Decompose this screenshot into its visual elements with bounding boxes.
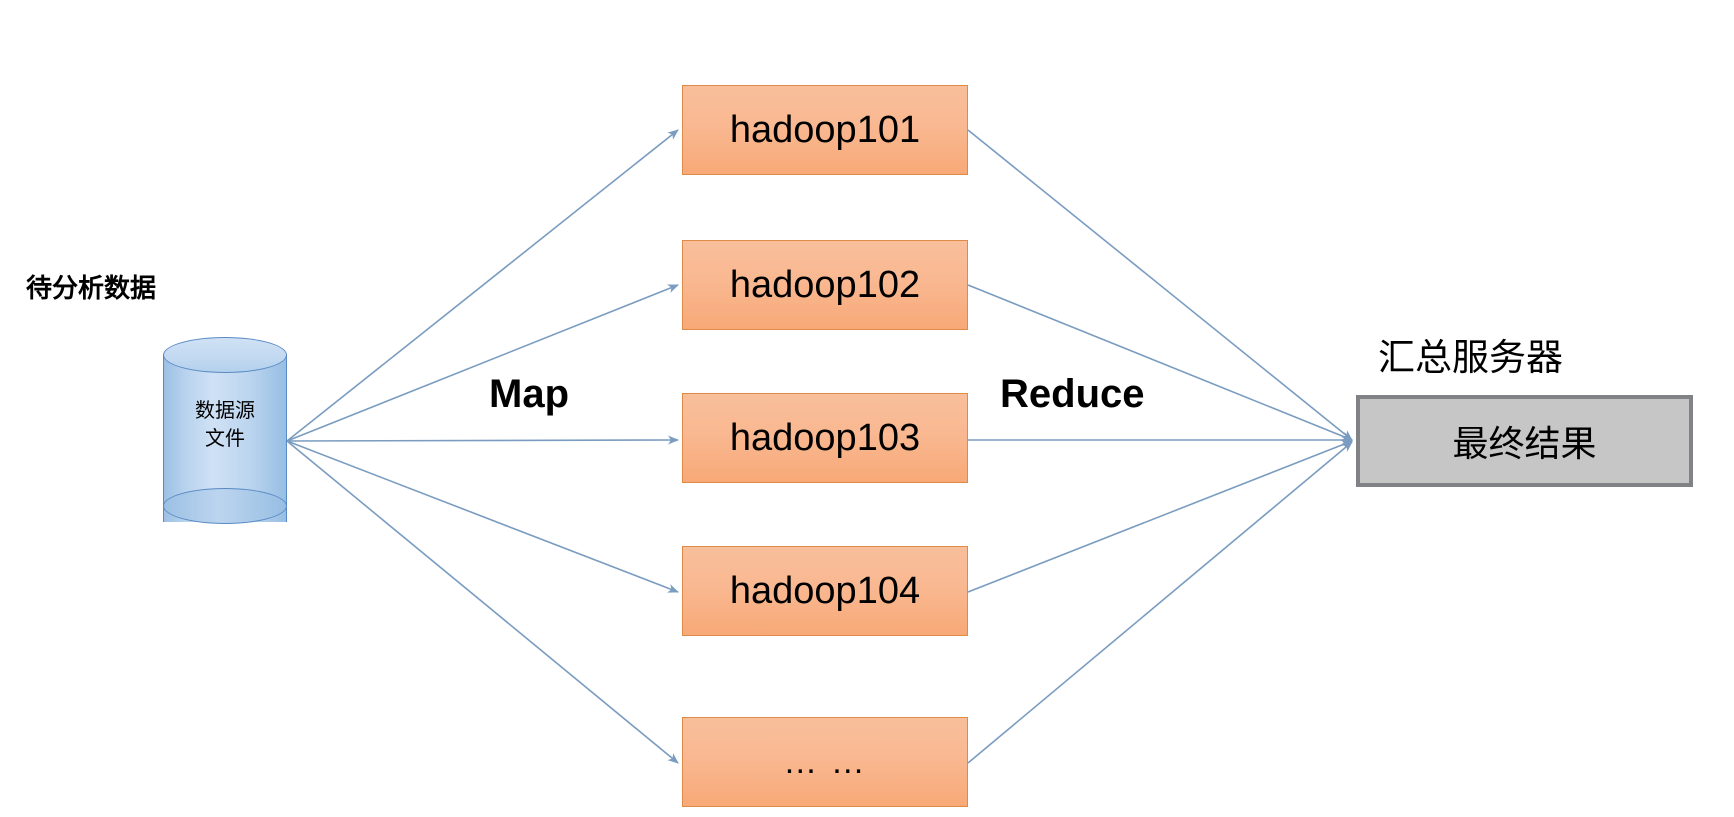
result-server-title: 汇总服务器 — [1378, 337, 1563, 378]
worker-node-hadoop102[interactable]: hadoop102 — [682, 240, 968, 330]
worker-node-hadoop101[interactable]: hadoop101 — [682, 85, 968, 175]
edge-source-to-node-5 — [286, 440, 679, 764]
source-data-label: 待分析数据 — [26, 273, 157, 303]
final-result-label: 最终结果 — [1452, 423, 1597, 464]
cylinder-top-ellipse — [163, 337, 287, 373]
worker-node-more[interactable]: … … — [682, 717, 968, 807]
worker-node-label: hadoop103 — [729, 417, 921, 459]
worker-node-hadoop104[interactable]: hadoop104 — [682, 546, 968, 636]
edge-source-to-node-4 — [286, 440, 679, 593]
edge-node-5-to-result — [967, 441, 1353, 764]
worker-node-label: … … — [783, 743, 867, 781]
worker-node-label: hadoop102 — [729, 264, 921, 306]
worker-node-label: hadoop104 — [729, 570, 921, 612]
cylinder-label: 数据源 文件 — [163, 397, 287, 453]
cylinder-bottom-ellipse — [163, 488, 287, 524]
edge-source-to-node-3 — [286, 435, 679, 445]
data-source-cylinder: 数据源 文件 — [163, 337, 287, 541]
edge-source-to-node-1 — [286, 129, 679, 442]
cylinder-label-line2: 文件 — [205, 428, 245, 450]
cylinder-label-line1: 数据源 — [195, 400, 255, 422]
edge-source-to-node-2 — [286, 284, 679, 442]
reduce-stage-label: Reduce — [1000, 372, 1145, 416]
edge-node-4-to-result — [967, 440, 1353, 593]
final-result-box[interactable]: 最终结果 — [1356, 395, 1693, 487]
worker-node-hadoop103[interactable]: hadoop103 — [682, 393, 968, 483]
worker-node-label: hadoop101 — [729, 109, 921, 151]
map-stage-label: Map — [489, 372, 569, 416]
